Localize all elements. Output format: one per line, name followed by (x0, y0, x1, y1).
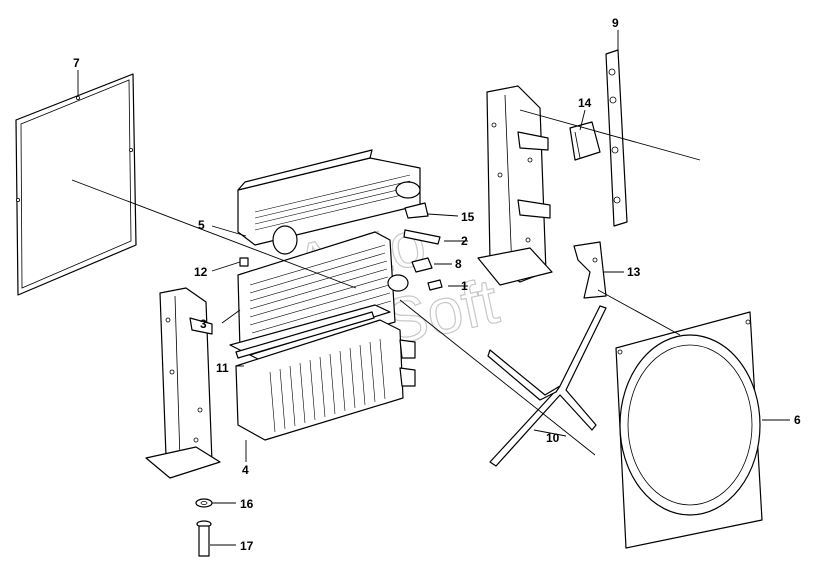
callout-8: 8 (455, 257, 462, 271)
part-11-seal (235, 311, 375, 359)
part-4-lower-cooler (235, 319, 416, 441)
right-upright-bracket (477, 85, 553, 286)
callout-5: 5 (198, 218, 205, 232)
callout-12: 12 (194, 265, 208, 279)
callout-1: 1 (461, 279, 468, 293)
callout-7: 7 (73, 56, 80, 70)
callout-17: 17 (240, 539, 254, 553)
part-13-bracket (573, 241, 607, 299)
callout-15: 15 (461, 210, 475, 224)
callout-2: 2 (461, 234, 468, 248)
callout-16: 16 (240, 497, 254, 511)
callout-3: 3 (200, 317, 207, 331)
callout-13: 13 (627, 265, 641, 279)
part-8-cap (411, 257, 433, 273)
part-16-washer (195, 498, 213, 508)
callout-10: 10 (546, 431, 560, 445)
callout-labels: 1 2 3 4 5 6 7 8 9 10 11 12 13 14 15 16 1… (73, 16, 801, 553)
callout-14: 14 (578, 96, 592, 110)
part-14-bracket (569, 121, 601, 161)
part-10-x-brace (487, 305, 607, 467)
left-upright-bracket (145, 287, 221, 479)
part-1-sensor (427, 279, 443, 291)
part-9-strap (605, 49, 628, 227)
part-17-bolt (196, 520, 212, 557)
part-6-fan-shroud (615, 311, 763, 549)
part-2-hose (403, 229, 441, 245)
leader-lines (71, 30, 790, 546)
callout-6: 6 (794, 413, 801, 427)
part-5-upper-tank (237, 149, 421, 255)
callout-11: 11 (216, 361, 229, 375)
callout-9: 9 (612, 16, 619, 30)
part-7-frame (15, 73, 137, 296)
callout-4: 4 (242, 463, 249, 477)
part-15-clip (404, 202, 429, 219)
small-parts (235, 202, 443, 359)
part-12-fitting (239, 257, 249, 267)
